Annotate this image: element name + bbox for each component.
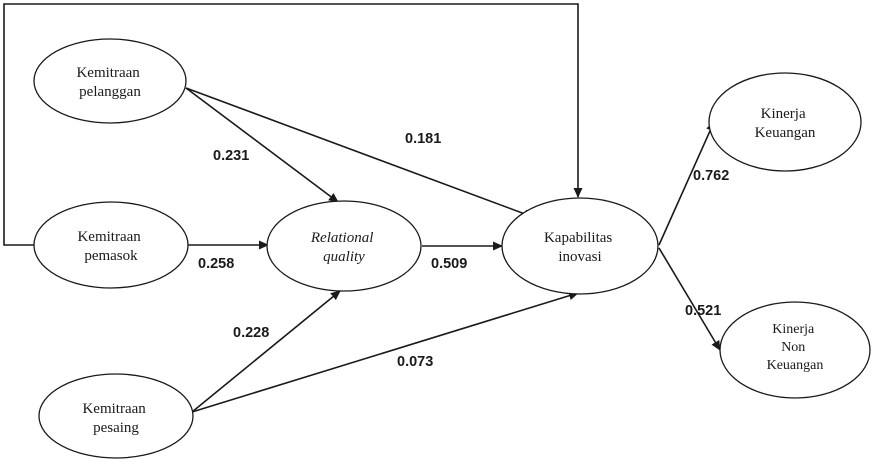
edges: 0.231 0.181 0.258 0.228 0.073 0.509 xyxy=(3,3,729,413)
edge-pemasok-inovasi xyxy=(3,3,583,246)
edge-inovasi-nonkeuangan: 0.521 xyxy=(658,247,721,351)
nodes: Kemitraan pelanggan Kemitraan pemasok Ke… xyxy=(33,38,871,459)
node-kemitraan-pesaing: Kemitraan pesaing xyxy=(38,373,194,459)
edge-label: 0.762 xyxy=(693,168,729,184)
edge-line xyxy=(658,247,721,351)
node-ellipse xyxy=(719,301,871,399)
edge-pemasok-rq: 0.258 xyxy=(188,240,269,272)
node-label-line: Keuangan xyxy=(767,358,824,373)
edge-rq-inovasi: 0.509 xyxy=(422,241,503,272)
node-label-line: Kinerja xyxy=(761,106,806,122)
edge-line xyxy=(191,291,579,413)
edge-pesaing-inovasi: 0.073 xyxy=(191,291,579,413)
node-label-line: inovasi xyxy=(558,249,601,265)
node-label-line: Kemitraan xyxy=(82,401,146,417)
edge-pesaing-rq: 0.228 xyxy=(191,290,341,413)
edge-label: 0.073 xyxy=(397,354,433,370)
edge-line xyxy=(185,87,534,219)
node-ellipse xyxy=(501,197,659,295)
node-label-line: Kemitraan xyxy=(76,65,140,81)
node-ellipse xyxy=(38,373,194,459)
node-label-line: pesaing xyxy=(93,420,139,436)
node-label: Kinerja Keuangan xyxy=(755,106,816,141)
edge-line xyxy=(658,121,715,246)
node-kemitraan-pemasok: Kemitraan pemasok xyxy=(33,201,189,289)
node-label: Kemitraan pesaing xyxy=(82,401,149,436)
node-label: Kemitraan pelanggan xyxy=(76,65,143,100)
node-ellipse xyxy=(266,200,422,292)
edge-label: 0.258 xyxy=(198,256,234,272)
edge-pelanggan-inovasi: 0.181 xyxy=(185,87,534,219)
node-relational-quality: Relational quality xyxy=(266,200,422,292)
node-kemitraan-pelanggan: Kemitraan pelanggan xyxy=(33,38,187,124)
node-label-line: quality xyxy=(323,249,365,265)
node-label-line: Kinerja xyxy=(772,322,815,337)
edge-label: 0.509 xyxy=(431,256,467,272)
node-ellipse xyxy=(33,38,187,124)
edge-line xyxy=(185,87,339,203)
node-label-line: pelanggan xyxy=(79,84,141,100)
node-label: Kemitraan pemasok xyxy=(77,229,144,264)
edge-line xyxy=(3,3,583,246)
node-label-line: Keuangan xyxy=(755,125,816,141)
node-ellipse xyxy=(708,72,862,172)
node-kapabilitas-inovasi: Kapabilitas inovasi xyxy=(501,197,659,295)
edge-line xyxy=(191,290,341,413)
node-kinerja-non-keuangan: Kinerja Non Keuangan xyxy=(719,301,871,399)
edge-label: 0.181 xyxy=(405,131,441,147)
node-label: Kinerja Non Keuangan xyxy=(767,322,824,373)
node-label-line: pemasok xyxy=(84,248,138,264)
node-label: Kapabilitas inovasi xyxy=(544,230,616,265)
edge-label: 0.228 xyxy=(233,325,269,341)
node-kinerja-keuangan: Kinerja Keuangan xyxy=(708,72,862,172)
edge-label: 0.521 xyxy=(685,303,721,319)
edge-label: 0.231 xyxy=(213,148,249,164)
node-label-line: Relational xyxy=(310,230,374,246)
edge-pelanggan-rq: 0.231 xyxy=(185,87,339,203)
edge-inovasi-keuangan: 0.762 xyxy=(658,121,729,246)
node-label-line: Kapabilitas xyxy=(544,230,612,246)
node-ellipse xyxy=(33,201,189,289)
node-label-line: Kemitraan xyxy=(77,229,141,245)
node-label: Relational quality xyxy=(310,230,377,265)
node-label-line: Non xyxy=(781,340,805,355)
